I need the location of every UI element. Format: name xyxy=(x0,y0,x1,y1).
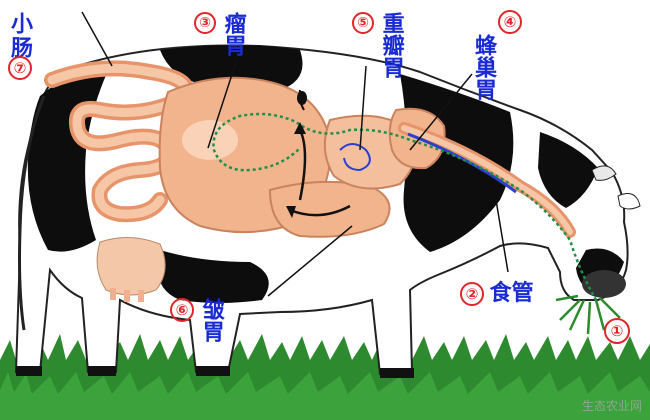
rumen-text: 瘤胃 xyxy=(220,12,246,56)
small-intestine-number: ⑦ xyxy=(8,56,32,80)
reticulum-number: ④ xyxy=(498,10,522,34)
grass xyxy=(0,334,650,420)
watermark: 生态农业网 xyxy=(581,399,642,413)
abomasum-label: ⑥ 皱胃 xyxy=(170,298,224,345)
leader-lines xyxy=(81,11,509,297)
esophagus-number: ② xyxy=(460,282,484,306)
abomasum-text: 皱胃 xyxy=(198,298,224,342)
esophagus-text: 食管 xyxy=(489,281,534,306)
mouth-label: ① xyxy=(604,318,630,344)
mouth-number: ① xyxy=(604,318,630,344)
abomasum-number: ⑥ xyxy=(170,298,194,322)
esophagus-label: ② 食管 xyxy=(460,282,534,306)
omasum-number: ⑤ xyxy=(352,12,374,34)
rumen-number: ③ xyxy=(194,12,216,34)
grass-in-mouth xyxy=(555,294,621,335)
small-intestine-text: 小肠 xyxy=(7,12,32,60)
food-path xyxy=(212,112,598,301)
reticulum-label: ④ 蜂巢胃 xyxy=(448,10,522,100)
omasum-label: ⑤ 重瓣胃 xyxy=(352,12,404,81)
digestive-organs xyxy=(44,60,598,301)
omasum-text: 重瓣胃 xyxy=(378,12,404,78)
reticulum-text: 蜂巢胃 xyxy=(471,34,496,100)
rumen-label: ③ 瘤胃 xyxy=(194,12,246,59)
small-intestine-label: 小肠 ⑦ xyxy=(7,12,32,80)
